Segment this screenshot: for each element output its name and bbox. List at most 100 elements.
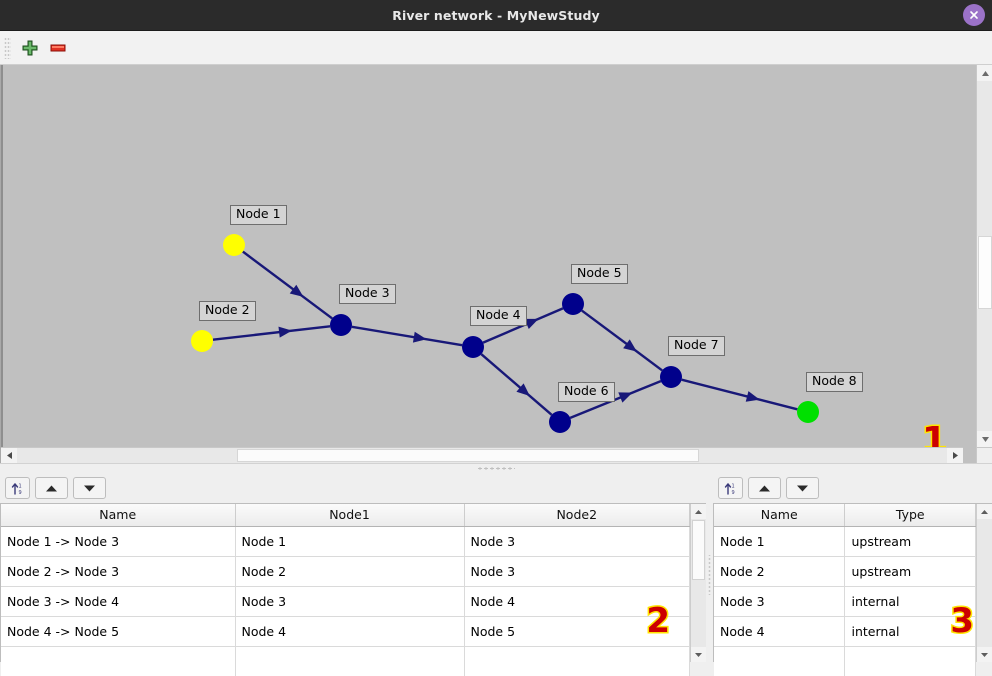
scroll-track-lower[interactable] — [977, 309, 992, 431]
scroll-right-button[interactable] — [947, 448, 963, 463]
graph-node-label-n7[interactable]: Node 7 — [668, 336, 725, 356]
graph-node-n2[interactable] — [191, 330, 213, 352]
reaches-scroll-down-button[interactable] — [690, 647, 706, 662]
table-cell[interactable]: upstream — [844, 556, 976, 587]
edge-n5-n7[interactable] — [581, 309, 663, 372]
svg-text:1: 1 — [731, 483, 734, 489]
edge-n1-n3[interactable] — [242, 250, 333, 320]
edge-n6-n7[interactable] — [569, 380, 662, 419]
toolbar-grip[interactable] — [4, 36, 11, 59]
table-cell[interactable]: Node 2 — [713, 556, 846, 587]
table-cell[interactable]: Node 4 — [464, 586, 690, 617]
table-row-empty[interactable] — [1, 646, 690, 676]
graph-node-label-n3[interactable]: Node 3 — [339, 284, 396, 304]
column-header-node1[interactable]: Node1 — [235, 504, 465, 527]
reaches-scroll-up-button[interactable] — [690, 504, 706, 519]
triangle-down-icon — [694, 652, 702, 657]
graph-node-n5[interactable] — [562, 293, 584, 315]
horizontal-splitter[interactable] — [0, 463, 992, 473]
table-cell[interactable]: internal — [844, 586, 976, 617]
graph-node-n6[interactable] — [549, 411, 571, 433]
table-cell[interactable]: Node 4 -> Node 5 — [1, 616, 236, 647]
graph-node-label-n4[interactable]: Node 4 — [470, 306, 527, 326]
graph-node-n1[interactable] — [223, 234, 245, 256]
nodes-vertical-scrollbar[interactable] — [976, 504, 992, 662]
reaches-vscroll-thumb[interactable] — [691, 520, 705, 580]
graph-node-label-n5[interactable]: Node 5 — [571, 264, 628, 284]
table-row-empty[interactable] — [713, 646, 976, 676]
reaches-move-down-button[interactable] — [73, 477, 106, 499]
table-cell[interactable]: Node 5 — [464, 616, 690, 647]
table-cell[interactable]: Node 3 — [464, 526, 690, 557]
table-cell[interactable]: upstream — [844, 526, 976, 557]
add-node-button[interactable] — [16, 35, 44, 61]
table-cell[interactable]: Node 4 — [713, 616, 846, 647]
table-cell[interactable]: Node 3 — [464, 556, 690, 587]
arrow-up-icon — [758, 485, 770, 491]
column-header-name[interactable]: Name — [713, 504, 846, 527]
window-title: River network - MyNewStudy — [392, 7, 600, 23]
graph-vscroll-thumb[interactable] — [978, 236, 992, 309]
column-header-type[interactable]: Type — [844, 504, 976, 527]
close-button[interactable] — [963, 4, 985, 26]
table-cell[interactable]: Node 2 — [235, 556, 465, 587]
arrow-up-icon — [46, 485, 57, 491]
graph-node-label-n6[interactable]: Node 6 — [558, 382, 615, 402]
nodes-move-down-button[interactable] — [785, 477, 819, 499]
table-cell[interactable]: Node 1 — [713, 526, 846, 557]
scroll-down-button[interactable] — [977, 431, 992, 447]
graph-node-n7[interactable] — [660, 366, 682, 388]
table-cell[interactable]: Node 1 -> Node 3 — [1, 526, 236, 557]
scroll-left-button[interactable] — [1, 448, 17, 463]
graph-node-label-n8[interactable]: Node 8 — [806, 372, 863, 392]
nodes-move-up-button[interactable] — [747, 477, 781, 499]
column-header-node2[interactable]: Node2 — [464, 504, 690, 527]
reaches-vertical-scrollbar[interactable] — [689, 504, 706, 662]
table-cell[interactable]: Node 3 -> Node 4 — [1, 586, 236, 617]
table-cell[interactable]: Node 3 — [235, 586, 465, 617]
graph-hscroll-thumb[interactable] — [237, 449, 699, 462]
graph-node-n8[interactable] — [797, 401, 819, 423]
scroll-up-button[interactable] — [977, 65, 992, 81]
delete-node-button[interactable] — [44, 35, 72, 61]
edge-n4-n5[interactable] — [482, 307, 564, 344]
column-header-name[interactable]: Name — [1, 504, 236, 527]
nodes-scroll-up-button[interactable] — [977, 504, 992, 519]
edge-n7-n8[interactable] — [681, 378, 798, 411]
graph-vertical-scrollbar[interactable] — [976, 65, 992, 447]
table-cell[interactable]: internal — [844, 616, 976, 647]
main-toolbar — [0, 31, 992, 65]
table-cell[interactable]: Node 1 — [235, 526, 465, 557]
graph-node-n4[interactable] — [462, 336, 484, 358]
reaches-sort-button[interactable]: 1 9 — [5, 477, 30, 499]
graph-horizontal-scrollbar[interactable] — [1, 447, 963, 463]
edge-n3-n4[interactable] — [351, 325, 463, 347]
reaches-move-up-button[interactable] — [35, 477, 68, 499]
edge-n2-n3[interactable] — [212, 325, 331, 341]
table-cell-empty — [235, 646, 465, 676]
nodes-sort-button[interactable]: 1 9 — [717, 477, 743, 499]
graph-node-label-n1[interactable]: Node 1 — [230, 205, 287, 225]
table-cell[interactable]: Node 2 -> Node 3 — [1, 556, 236, 587]
table-cell[interactable]: Node 3 — [713, 586, 846, 617]
arrow-down-icon — [796, 485, 808, 491]
scroll-track-upper[interactable] — [977, 81, 992, 236]
network-canvas[interactable]: Node 1 Node 2 Node 3 Node 4 Node 5 Node 6 Node… — [1, 65, 963, 460]
graph-node-label-n2[interactable]: Node 2 — [199, 301, 256, 321]
graph-node-n3[interactable] — [330, 314, 352, 336]
edge-n4-n6[interactable] — [480, 353, 553, 416]
table-cell[interactable]: Node 4 — [235, 616, 465, 647]
panel-splitter-grip[interactable] — [705, 554, 713, 595]
nodes-scroll-down-button[interactable] — [977, 647, 992, 662]
